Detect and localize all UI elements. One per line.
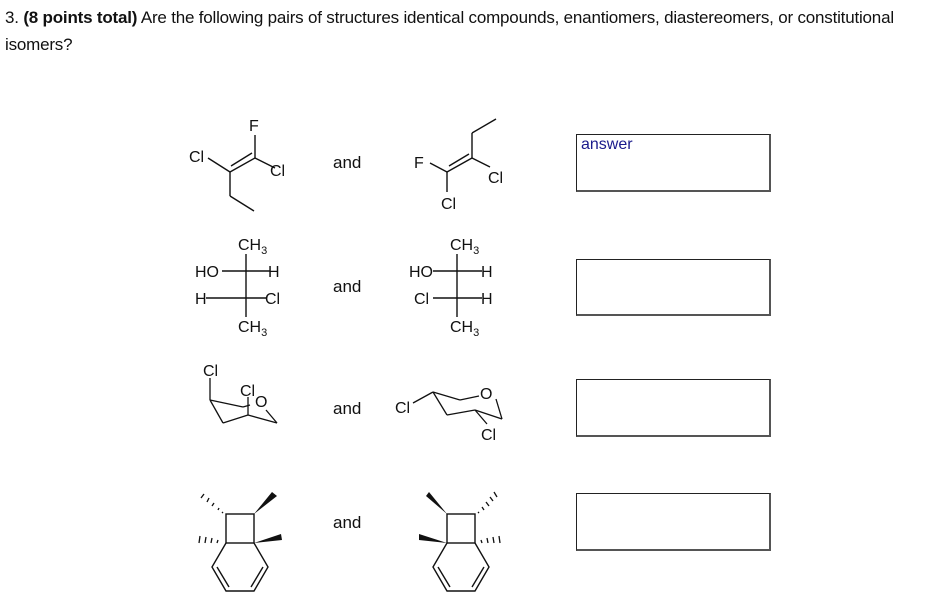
pair2-left-r2r: Cl [265,291,280,308]
pair2-right-r2r: H [481,291,493,308]
question-text: Are the following pairs of structures id… [5,8,894,54]
hash-bond-icon [477,491,498,514]
question-number: 3. [5,8,19,27]
pair3-left-cl2: Cl [240,383,255,400]
pair2-right-bottom: CH3 [450,319,479,339]
pair2-left-top: CH3 [238,237,267,257]
answer-box-4[interactable] [576,493,771,551]
pair2-left-r2l: H [195,291,207,308]
pair1-left-cl2: Cl [270,163,285,180]
answer-box-3[interactable] [576,379,771,437]
wedge-bond-icon [254,534,282,543]
pair2-right-top: CH3 [450,237,479,257]
pair2-left-r1l: HO [195,264,219,281]
pair3-right-cl1: Cl [395,400,410,417]
pair2-right-r2l: Cl [414,291,429,308]
wedge-bond-icon [426,492,447,514]
pair2-and: and [333,277,362,296]
pair2-left-bottom: CH3 [238,319,267,339]
pair1-right-cl2: Cl [488,170,503,187]
pair3-right-cl2: Cl [481,427,496,444]
pair1-left-f: F [249,118,259,135]
wedge-bond-icon [419,534,447,543]
pair1-right-f: F [414,155,424,172]
pair3-and: and [333,399,362,418]
hash-bond-icon [200,493,224,514]
pair1-left-cl1: Cl [189,149,204,166]
pair1-right-cl1: Cl [441,196,456,213]
pair2-right-r1l: HO [409,264,433,281]
pair4-and: and [333,513,362,532]
hash-bond-icon [198,535,219,544]
pair3-left-o: O [255,394,267,411]
pair3-left-cl1: Cl [203,363,218,380]
question-points: (8 points total) [23,8,138,27]
question-prompt: 3. (8 points total) Are the following pa… [5,4,920,58]
pair2-left-r1r: H [268,264,280,281]
wedge-bond-icon [254,492,277,514]
pair3-right-o: O [480,386,492,403]
pair1-and: and [333,153,362,172]
answer-box-1-text: answer [581,136,633,153]
pair2-right-r1r: H [481,264,493,281]
hash-bond-icon [480,535,501,544]
answer-box-1[interactable]: answer [576,134,771,192]
answer-box-2[interactable] [576,259,771,316]
